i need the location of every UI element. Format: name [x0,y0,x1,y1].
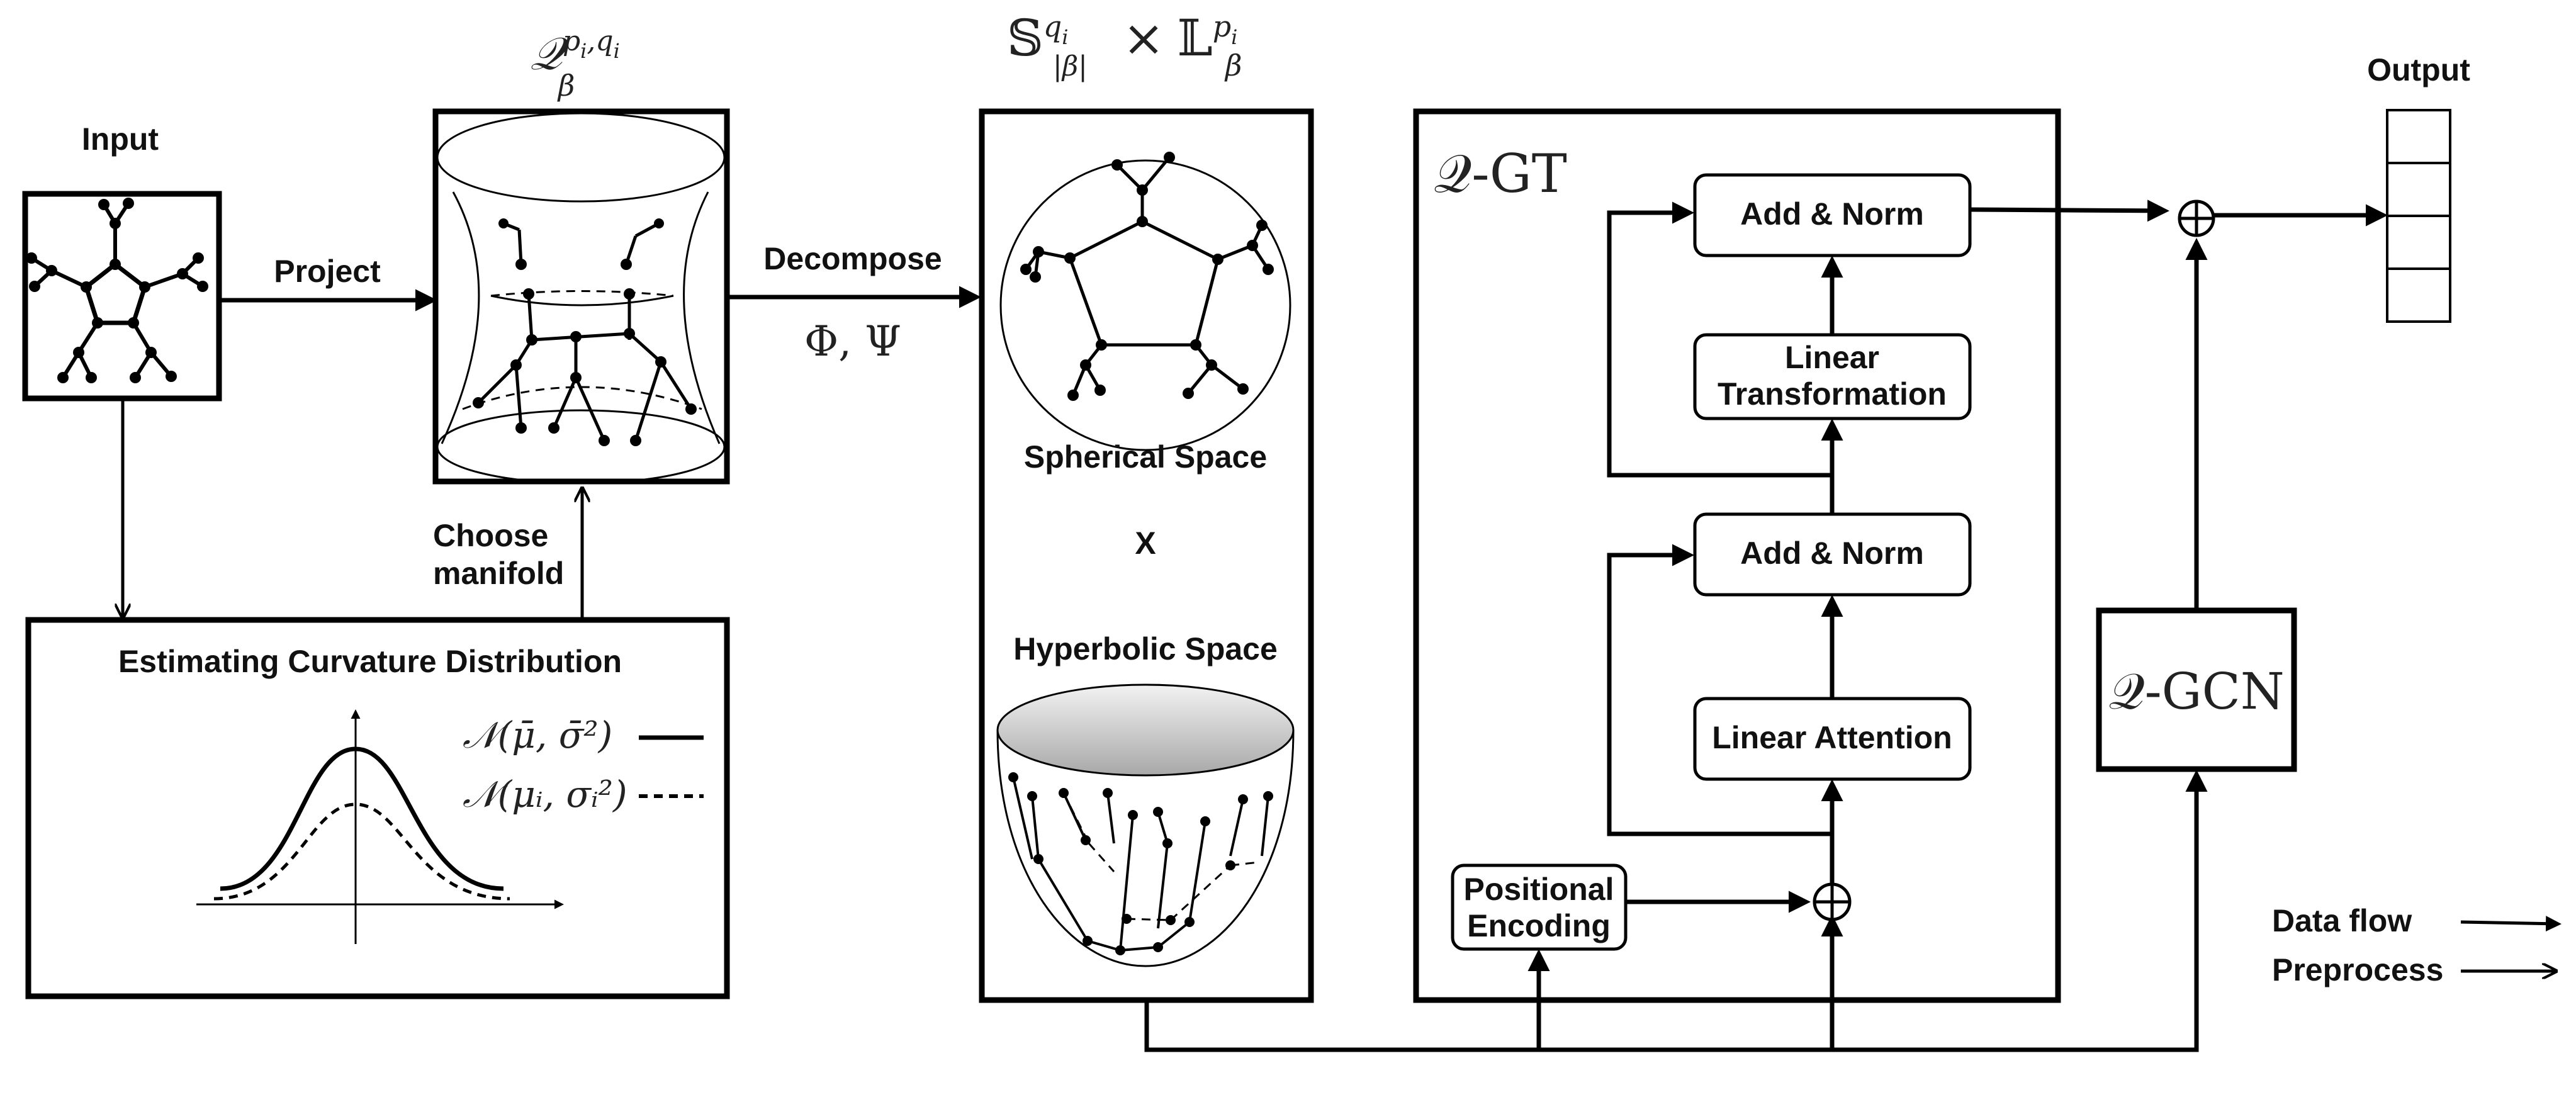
normal-global-math: 𝒩(μ̄, σ̄²) [463,714,612,756]
choose-label: Choose [433,518,548,553]
add-norm-bottom-box: Add & Norm [1693,512,1972,597]
input-graph-box [22,191,222,402]
positional-encoding-box: Positional Encoding [1451,863,1628,951]
bottom-data-bus [1144,770,2208,1052]
linear-label: Linear [1785,340,1879,375]
add-norm-bottom-label: Add & Norm [1740,536,1924,571]
linear-transformation-box: Linear Transformation [1693,333,1972,420]
transformation-label: Transformation [1718,376,1947,412]
encoding-label: Encoding [1467,908,1611,943]
hyperbolic-space-bowl [996,683,1295,967]
q-gt-title: 𝒬-GT [1434,143,1567,205]
linear-attention-box: Linear Attention [1693,697,1972,781]
output-label: Output [2367,52,2470,87]
output-vector [2386,109,2451,323]
q-gt-block: 𝒬-GT Add & Norm Linear Transformation Ad… [1413,108,2061,1042]
global-curve [220,746,504,891]
input-graph-icon [26,198,208,383]
manifold-label: manifold [433,556,564,591]
product-manifold-box: Spherical Space X Hyperbolic Space [979,108,1314,1003]
spherical-space-label: Spherical Space [1024,439,1267,475]
quotient-manifold-math: 𝒬pi,qi β [530,16,634,103]
pseudo-hyperboloid-box [432,108,730,485]
spherical-space-disk [999,152,1291,451]
cross-product-symbol: X [1135,526,1156,561]
legend-data-flow-label: Data flow [2272,903,2412,938]
input-label: Input [82,121,159,157]
legend-data-flow-arrow [2460,916,2562,932]
q-gcn-title: 𝒬-GCN [2108,662,2285,721]
curvature-distribution-box: Estimating Curvature Distribution 𝒩(μ̄, … [25,617,730,999]
phi-psi-math: Φ, Ψ [804,317,901,366]
normal-local-math: 𝒩(μᵢ, σᵢ²) [463,773,627,816]
positional-label: Positional [1464,872,1614,907]
legend-preprocess-label: Preprocess [2272,952,2443,987]
project-label: Project [274,254,381,289]
hyperbolic-space-label: Hyperbolic Space [1013,631,1278,666]
decompose-label: Decompose [763,241,942,276]
add-norm-top-label: Add & Norm [1740,196,1924,232]
estimating-label: Estimating Curvature Distribution [118,644,622,679]
product-manifold-math: 𝕊qi |β| ×𝕃pi β [1007,0,1254,87]
q-gcn-box: 𝒬-GCN [2096,607,2297,772]
add-norm-top-box: Add & Norm [1693,173,1972,257]
legend: Data flow Preprocess [2272,903,2562,987]
linear-attention-label: Linear Attention [1712,720,1952,755]
local-curve [213,802,510,901]
